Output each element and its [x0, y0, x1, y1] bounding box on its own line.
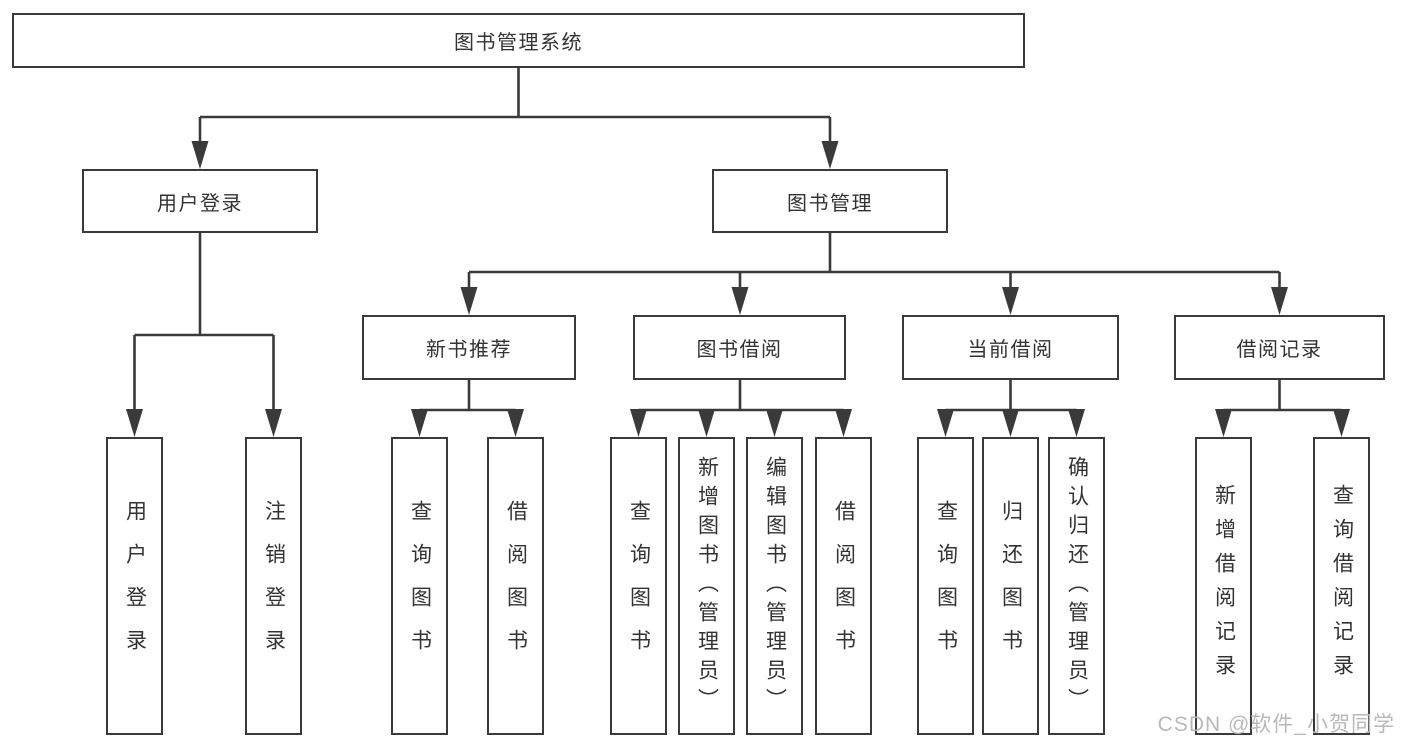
leaf-return-books-label: 归还图书 — [999, 500, 1023, 672]
leaf-query-books-current-label: 查询图书 — [934, 500, 958, 672]
leaf-query-books-recommend-label: 查询图书 — [408, 500, 432, 672]
leaf-query-borrow-record: 查询借阅记录 — [1313, 437, 1370, 735]
leaf-add-borrow-record-label: 新增借阅记录 — [1212, 484, 1236, 688]
node-borrowing-records: 借阅记录 — [1174, 315, 1385, 380]
leaf-edit-books-admin: 编辑图书（管理员） — [746, 437, 803, 735]
node-borrowing-records-label: 借阅记录 — [1236, 339, 1323, 361]
leaf-confirm-return-admin: 确认归还（管理员） — [1048, 437, 1105, 735]
node-current-borrowing: 当前借阅 — [902, 315, 1119, 380]
node-user-login-label: 用户登录 — [157, 192, 243, 215]
node-new-book-recommend-label: 新书推荐 — [426, 339, 512, 361]
leaf-logout-label: 注销登录 — [262, 500, 286, 672]
leaf-borrow-books-recommend-label: 借阅图书 — [504, 500, 528, 672]
arrowheads — [126, 141, 1350, 437]
leaf-user-login-label: 用户登录 — [123, 500, 147, 672]
leaf-user-login: 用户登录 — [106, 437, 163, 735]
leaf-confirm-return-admin-label: 确认归还（管理员） — [1065, 455, 1089, 717]
leaf-query-books-borrowing: 查询图书 — [610, 437, 667, 735]
leaf-return-books: 归还图书 — [982, 437, 1039, 735]
node-user-login: 用户登录 — [82, 169, 318, 233]
node-book-management: 图书管理 — [712, 169, 948, 233]
node-library-system: 图书管理系统 — [12, 13, 1025, 68]
node-book-management-label: 图书管理 — [787, 192, 873, 215]
leaf-borrow-books-borrowing-label: 借阅图书 — [832, 500, 856, 672]
leaf-query-books-current: 查询图书 — [917, 437, 974, 735]
leaf-add-books-admin: 新增图书（管理员） — [678, 437, 735, 735]
leaf-query-books-recommend: 查询图书 — [391, 437, 448, 735]
leaf-add-books-admin-label: 新增图书（管理员） — [695, 455, 719, 717]
node-book-borrowing-label: 图书借阅 — [696, 339, 783, 361]
leaf-add-borrow-record: 新增借阅记录 — [1195, 437, 1252, 735]
leaf-edit-books-admin-label: 编辑图书（管理员） — [763, 455, 787, 717]
leaf-query-books-borrowing-label: 查询图书 — [627, 500, 651, 672]
leaf-borrow-books-recommend: 借阅图书 — [487, 437, 544, 735]
node-current-borrowing-label: 当前借阅 — [967, 339, 1054, 361]
leaf-query-borrow-record-label: 查询借阅记录 — [1330, 484, 1354, 688]
node-new-book-recommend: 新书推荐 — [362, 315, 576, 380]
node-book-borrowing: 图书借阅 — [633, 315, 846, 380]
node-library-system-label: 图书管理系统 — [454, 32, 583, 54]
leaf-logout: 注销登录 — [245, 437, 302, 735]
leaf-borrow-books-borrowing: 借阅图书 — [815, 437, 872, 735]
